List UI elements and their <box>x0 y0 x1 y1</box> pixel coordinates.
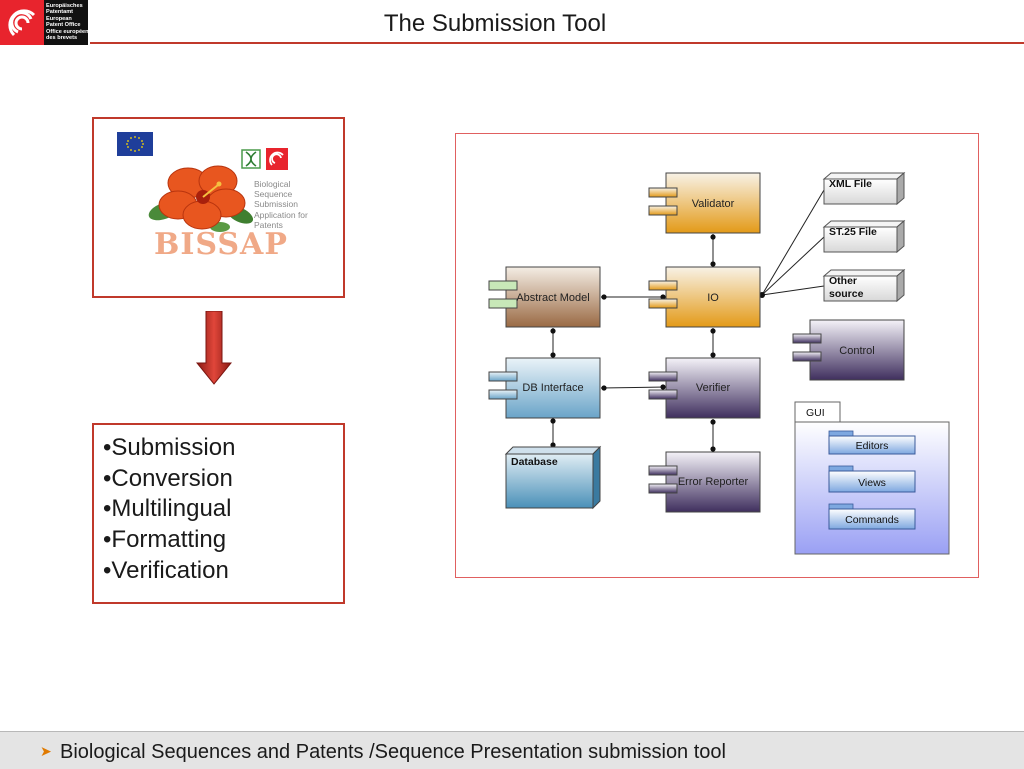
gui-item-views: Views <box>828 465 916 493</box>
node-label: Other <box>829 275 857 287</box>
gui-item-commands: Commands <box>828 503 916 530</box>
component-verifier: Verifier <box>648 357 761 419</box>
logo-line: Patentamt <box>46 9 74 16</box>
component-label: IO <box>707 292 719 304</box>
component-label: Control <box>839 345 874 357</box>
footer-bar: ➤ Biological Sequences and Patents /Sequ… <box>0 731 1024 769</box>
node-database: Database <box>504 445 602 510</box>
logo-line: Office européen <box>46 28 89 35</box>
gui-package: GUI Editors Views Commands <box>794 401 950 555</box>
epo-logo: Europäisches Patentamt European Patent O… <box>0 0 89 45</box>
feature-item: Multilingual <box>103 494 343 525</box>
dna-logo-icon <box>241 149 261 169</box>
component-validator: Validator <box>648 172 761 234</box>
logo-line: Patent Office <box>46 22 81 29</box>
feature-list-box: Submission Conversion Multilingual Forma… <box>92 423 345 604</box>
component-control: Control <box>792 319 905 381</box>
gui-item-label: Views <box>858 477 886 489</box>
epo-small-logo-icon <box>266 148 288 170</box>
component-abstract-model: Abstract Model <box>488 266 601 328</box>
gui-tab-label: GUI <box>806 407 825 419</box>
logo-line: Europäisches <box>46 3 83 9</box>
architecture-diagram-canvas: Validator Abstract Model IO DB Interface <box>488 171 950 555</box>
component-label: Verifier <box>696 382 731 394</box>
node-xml-file: XML File <box>822 171 906 206</box>
bissap-desc-line: Submission <box>254 199 298 210</box>
component-io: IO <box>648 266 761 328</box>
slide-title: The Submission Tool <box>383 10 607 37</box>
node-other-source: Other source <box>822 268 906 303</box>
node-label: Database <box>511 456 558 468</box>
architecture-diagram: Validator Abstract Model IO DB Interface <box>455 133 979 578</box>
eu-flag-icon <box>117 132 153 156</box>
feature-item: Verification <box>103 556 343 587</box>
epo-logo-icon <box>0 0 44 45</box>
feature-list: Submission Conversion Multilingual Forma… <box>94 425 343 587</box>
bissap-logo-box: Biological Sequence Submission Applicati… <box>92 117 345 298</box>
gui-item-label: Commands <box>845 514 899 526</box>
title-divider <box>90 42 1024 44</box>
component-db-interface: DB Interface <box>488 357 601 419</box>
node-label: source <box>829 288 864 300</box>
footer-text: Biological Sequences and Patents /Sequen… <box>60 741 726 763</box>
down-arrow-icon <box>196 311 232 385</box>
bissap-desc-line: Patents <box>254 219 283 230</box>
feature-item: Formatting <box>103 525 343 556</box>
connector-dots <box>550 234 765 452</box>
gui-item-label: Editors <box>856 440 889 452</box>
node-st25-file: ST.25 File <box>822 219 906 254</box>
component-label: Validator <box>692 198 735 210</box>
logo-line: European <box>46 15 72 22</box>
component-label: Abstract Model <box>516 292 589 304</box>
gui-item-editors: Editors <box>828 430 916 455</box>
component-error-reporter: Error Reporter <box>648 451 761 513</box>
feature-item: Submission <box>103 433 343 464</box>
bissap-desc-line: Sequence <box>254 189 293 200</box>
component-label: Error Reporter <box>678 476 749 488</box>
feature-item: Conversion <box>103 464 343 495</box>
arrow-bullet-icon: ➤ <box>40 743 52 759</box>
component-label: DB Interface <box>522 382 583 394</box>
node-label: XML File <box>829 178 872 190</box>
bissap-desc-line: Application for <box>254 209 308 220</box>
bissap-description: Biological Sequence Submission Applicati… <box>254 179 308 230</box>
hibiscus-flower-icon <box>148 165 254 232</box>
node-label: ST.25 File <box>829 226 877 238</box>
bissap-wordmark: BISSAP <box>154 227 288 262</box>
logo-text: Europäisches Patentamt European Patent O… <box>46 3 89 42</box>
bissap-desc-line: Biological <box>254 179 291 189</box>
logo-line: des brevets <box>46 35 78 42</box>
